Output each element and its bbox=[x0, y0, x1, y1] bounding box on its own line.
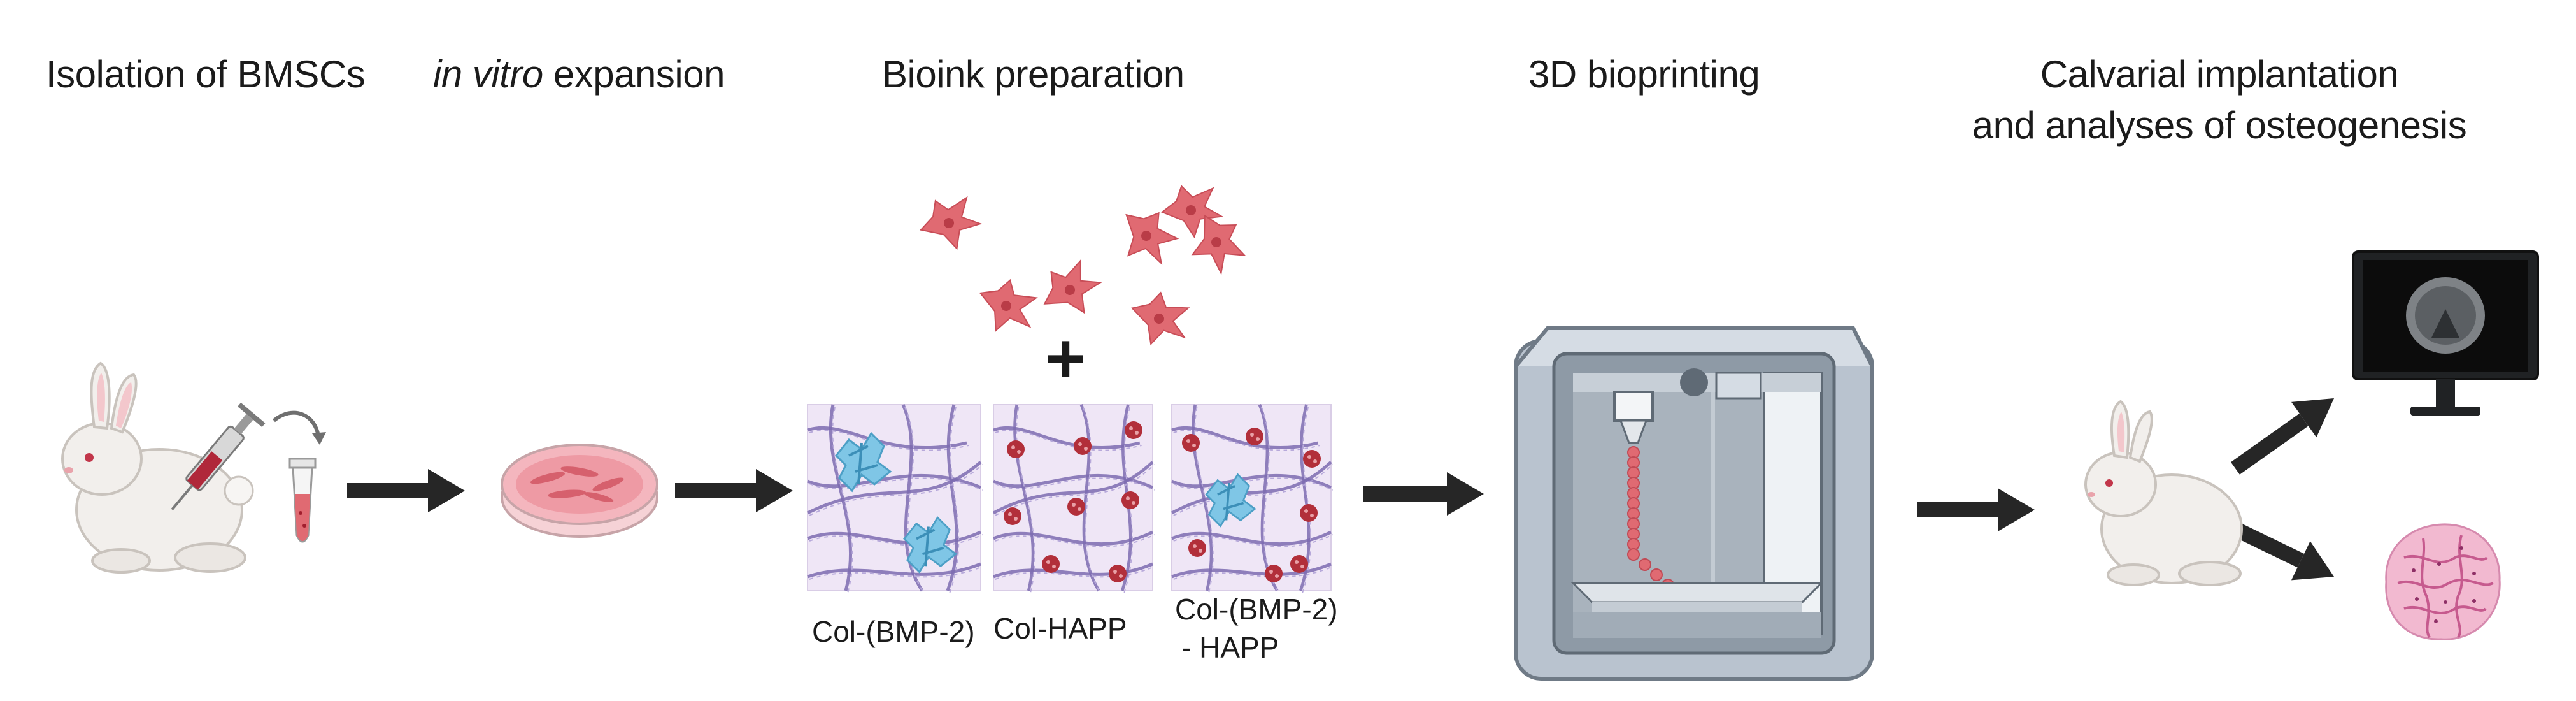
test-tube-icon bbox=[288, 458, 317, 543]
step-title-isolation: Isolation of BMSCs bbox=[46, 53, 366, 96]
step-title-expansion: in vitro expansion bbox=[433, 52, 725, 96]
bioink-panel-col-bmp2 bbox=[806, 403, 983, 594]
bmsc-cell bbox=[920, 196, 983, 250]
micro-ct-monitor-icon bbox=[2352, 250, 2539, 416]
bmp2-protein bbox=[1205, 473, 1256, 528]
rabbit-recipient-icon bbox=[2084, 400, 2243, 586]
plus-symbol: + bbox=[1045, 319, 1086, 398]
step-title-implant-line1: Calvarial implantation bbox=[2040, 53, 2399, 96]
happ-particle bbox=[1074, 437, 1092, 455]
happ-particle bbox=[1188, 539, 1206, 557]
flow-arrow bbox=[2231, 398, 2334, 475]
bioink-panel-col-bmp2-happ bbox=[1171, 403, 1334, 594]
happ-particle bbox=[1007, 440, 1025, 458]
happ-particle bbox=[1004, 507, 1021, 525]
bmp2-protein bbox=[834, 431, 892, 493]
bmsc-cell bbox=[1125, 212, 1179, 266]
happ-particle bbox=[1125, 421, 1142, 439]
happ-particle bbox=[1042, 555, 1060, 573]
happ-particle bbox=[1182, 434, 1200, 452]
happ-particle bbox=[1246, 428, 1263, 445]
bioink-label-col-bmp2-happ-line1: Col-(BMP-2) bbox=[1175, 593, 1338, 626]
flow-arrow bbox=[1363, 472, 1484, 516]
flow-arrow bbox=[675, 469, 793, 512]
syringe-icon bbox=[171, 402, 266, 510]
flow-arrow bbox=[2231, 522, 2334, 581]
happ-particle bbox=[1300, 504, 1318, 522]
step-title-expansion-italic: in vitro bbox=[433, 53, 543, 96]
bioink-label-col-bmp2: Col-(BMP-2) bbox=[812, 615, 975, 648]
happ-particle bbox=[1109, 565, 1127, 582]
happ-particle bbox=[1303, 450, 1321, 468]
bioink-panel-col-happ bbox=[992, 403, 1155, 594]
curved-arrow-icon bbox=[273, 410, 320, 437]
bmsc-cell bbox=[1043, 259, 1103, 314]
flow-arrow bbox=[347, 469, 465, 512]
bmsc-cell bbox=[1160, 185, 1224, 238]
step-title-implant-line2: and analyses of osteogenesis bbox=[1972, 104, 2467, 147]
bmp2-protein bbox=[903, 516, 958, 574]
histology-section-icon bbox=[2385, 523, 2501, 640]
bmsc-cell bbox=[1130, 291, 1190, 346]
step-title-expansion-rest: expansion bbox=[543, 53, 725, 96]
bioink-label-col-bmp2-happ-line2: - HAPP bbox=[1181, 631, 1279, 664]
blood-tube-illustration bbox=[273, 410, 326, 543]
printed-strand bbox=[1627, 446, 1674, 591]
bmsc-cells-cluster bbox=[920, 185, 1246, 346]
bioink-label-col-happ: Col-HAPP bbox=[993, 612, 1127, 645]
bioprinter-icon bbox=[1514, 326, 1874, 681]
happ-particle bbox=[1265, 565, 1283, 582]
happ-particle bbox=[1290, 555, 1308, 573]
step-title-bioprinting: 3D bioprinting bbox=[1528, 53, 1760, 96]
collagen-fibers bbox=[992, 403, 1155, 594]
step-title-bioink: Bioink preparation bbox=[882, 53, 1185, 96]
flow-arrow bbox=[1917, 488, 2035, 531]
happ-particle bbox=[1121, 491, 1139, 509]
bmsc-cell bbox=[979, 278, 1038, 332]
petri-dish-icon bbox=[501, 444, 658, 538]
happ-particle bbox=[1067, 498, 1085, 516]
bmsc-cell bbox=[1191, 214, 1246, 276]
